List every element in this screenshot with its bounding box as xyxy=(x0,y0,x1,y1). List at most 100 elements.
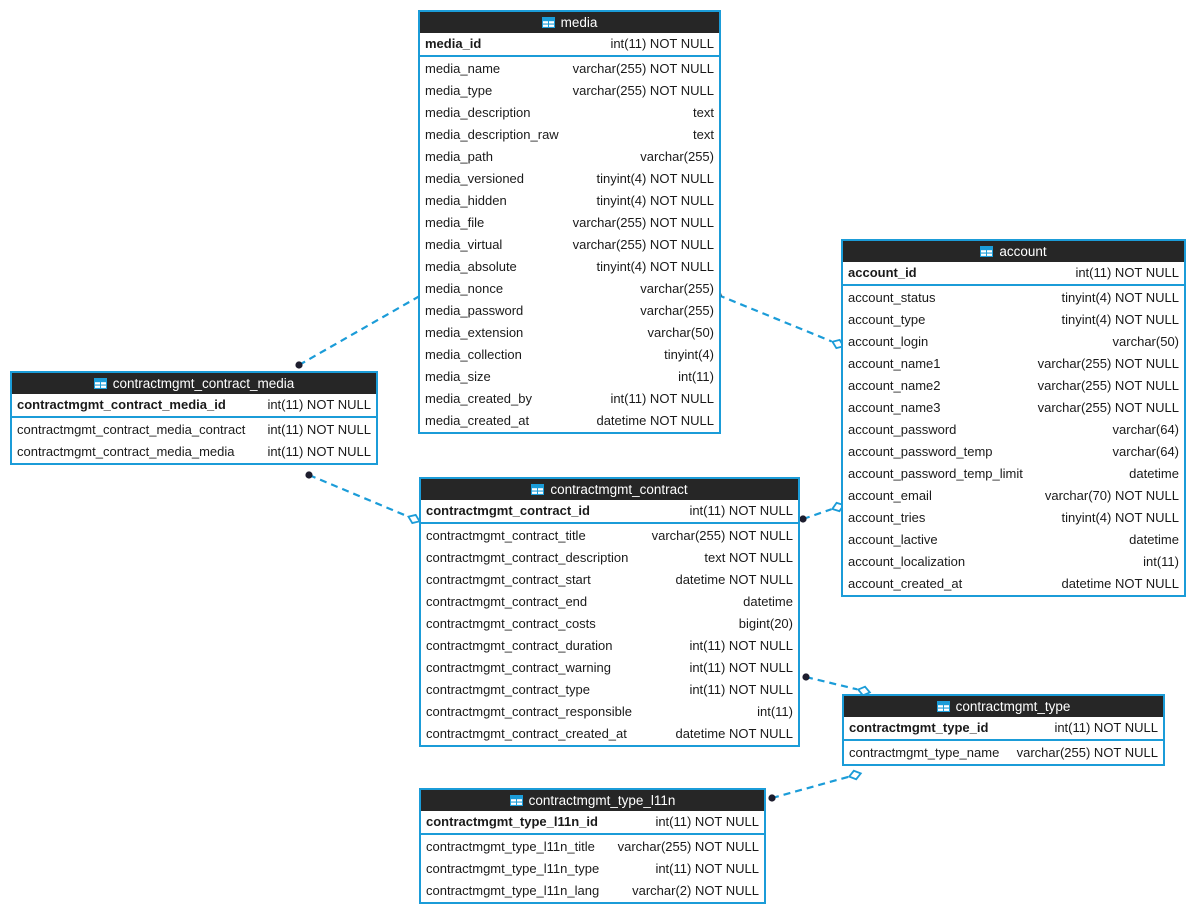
attribute-name: media_type xyxy=(425,83,493,98)
attribute-name: contractmgmt_contract_media_id xyxy=(17,397,226,412)
entity-header[interactable]: contractmgmt_type xyxy=(844,696,1163,717)
entity-header[interactable]: contractmgmt_contract_media xyxy=(12,373,376,394)
attribute-type: int(11) NOT NULL xyxy=(610,36,714,51)
relationship-endpoint-dot xyxy=(305,471,313,479)
relationship-line xyxy=(802,508,832,521)
relationship-rel-contract-media-to-contract[interactable] xyxy=(305,471,421,525)
relationship-rel-media-to-account[interactable] xyxy=(714,291,845,350)
table-icon xyxy=(531,484,545,495)
attribute-name: account_lactive xyxy=(848,532,938,547)
attribute-type: int(11) NOT NULL xyxy=(689,638,793,653)
attribute-name: contractmgmt_type_l11n_lang xyxy=(426,883,600,898)
relationship-rel-contract-to-account[interactable] xyxy=(799,501,846,523)
entity-header[interactable]: contractmgmt_contract xyxy=(421,479,798,500)
relationship-line xyxy=(298,295,420,366)
attribute-type: varchar(64) xyxy=(1112,444,1179,459)
relationship-rel-contract-media-to-media[interactable] xyxy=(295,286,432,369)
entity-header[interactable]: account xyxy=(843,241,1184,262)
attribute-name: media_hidden xyxy=(425,193,507,208)
entity-header[interactable]: contractmgmt_type_l11n xyxy=(421,790,764,811)
attribute-row[interactable]: media_size int(11) xyxy=(420,366,719,388)
attribute-name: contractmgmt_contract_title xyxy=(426,528,586,543)
attribute-name: account_name2 xyxy=(848,378,941,393)
attribute-name: account_login xyxy=(848,334,929,349)
relationship-rel-type-l11n-to-type[interactable] xyxy=(768,769,863,802)
attribute-name: account_password_temp_limit xyxy=(848,466,1023,481)
table-icon xyxy=(980,246,994,257)
attribute-type: int(11) xyxy=(678,369,714,384)
attribute-type: varchar(255) NOT NULL xyxy=(1037,400,1179,415)
attribute-name: media_password xyxy=(425,303,524,318)
attribute-name: media_path xyxy=(425,149,493,164)
entity-header[interactable]: media xyxy=(420,12,719,33)
attribute-name: account_email xyxy=(848,488,932,503)
attribute-type: bigint(20) xyxy=(738,616,793,631)
attribute-name: account_id xyxy=(848,265,917,280)
entity-title: account xyxy=(999,244,1047,259)
attribute-name: media_created_by xyxy=(425,391,532,406)
attribute-name: media_file xyxy=(425,215,485,230)
attribute-name: media_size xyxy=(425,369,491,384)
